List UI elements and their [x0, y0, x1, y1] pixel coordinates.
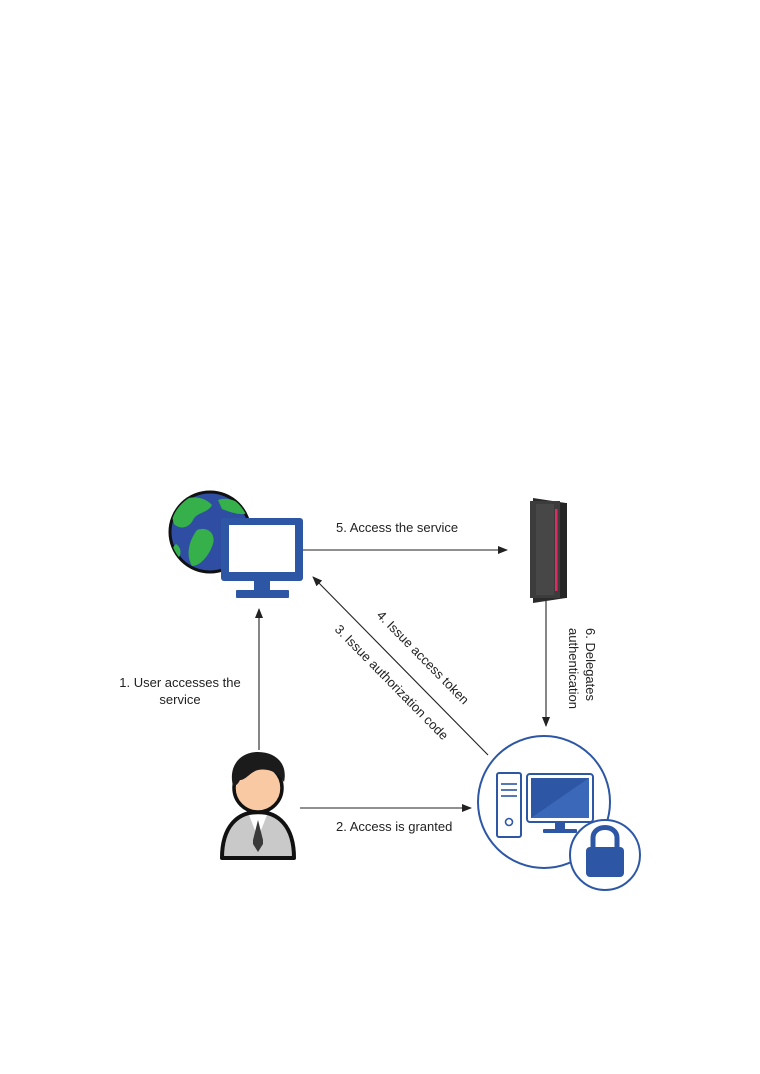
secure-computer-lock-icon: [477, 735, 641, 891]
label-step6-line1: 6. Delegates: [583, 628, 598, 701]
arrow-step3-4: [312, 576, 489, 756]
monitor-icon: [221, 518, 303, 598]
desktop-tower-icon: [496, 772, 522, 838]
label-step1-line2: service: [159, 692, 200, 707]
secure-monitor-icon: [526, 773, 594, 833]
label-step4: 4. Issue access token: [374, 608, 472, 708]
label-step3: 3. Issue authorization code: [332, 622, 452, 743]
label-step2: 2. Access is granted: [336, 819, 452, 834]
user-person-icon: [218, 752, 298, 860]
label-step1-line1: 1. User accesses the: [119, 675, 240, 690]
label-step6-line2: authentication: [566, 628, 581, 709]
connectors: [255, 546, 550, 812]
label-step5: 5. Access the service: [336, 520, 458, 535]
server-tower-icon: [530, 498, 567, 603]
client-globe-monitor-icon: [168, 490, 303, 598]
padlock-icon: [569, 819, 641, 891]
